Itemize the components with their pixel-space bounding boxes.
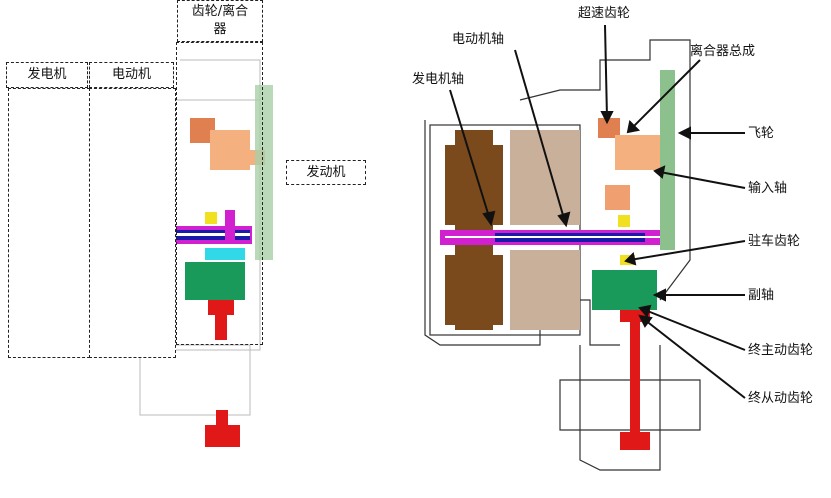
motor-rotor-right (510, 130, 580, 330)
flywheel (255, 85, 273, 260)
gears (185, 118, 265, 447)
countershaft-label: 副轴 (748, 288, 775, 303)
gear-clutch-box (176, 42, 263, 345)
right-transmission-diagram (424, 24, 746, 471)
motor-shaft-label: 电动机轴 (452, 32, 505, 47)
flywheel-label: 飞轮 (748, 126, 775, 141)
parking-gear-label: 驻车齿轮 (748, 234, 801, 249)
callout-arrows (449, 24, 746, 399)
motor-label: 电动机 (89, 62, 174, 88)
motor-box (89, 88, 176, 358)
generator-label: 发电机 (6, 62, 88, 88)
shaft-right (440, 230, 670, 245)
engine-label: 发动机 (286, 160, 366, 185)
gears-right (592, 118, 665, 450)
clutch-assembly-label: 离合器总成 (690, 44, 756, 59)
generator-rotor-right (445, 130, 503, 330)
final-drive-gear-label: 终主动齿轮 (748, 343, 814, 358)
generator-shaft-label: 发电机轴 (412, 72, 465, 87)
flywheel-right (660, 70, 675, 250)
generator-box (8, 88, 90, 358)
final-driven-gear-label: 终从动齿轮 (748, 391, 814, 406)
overdrive-gear-label: 超速齿轮 (578, 6, 631, 21)
input-shaft-label: 输入轴 (748, 181, 788, 196)
gear-clutch-label: 齿轮/离合器 (177, 0, 263, 42)
